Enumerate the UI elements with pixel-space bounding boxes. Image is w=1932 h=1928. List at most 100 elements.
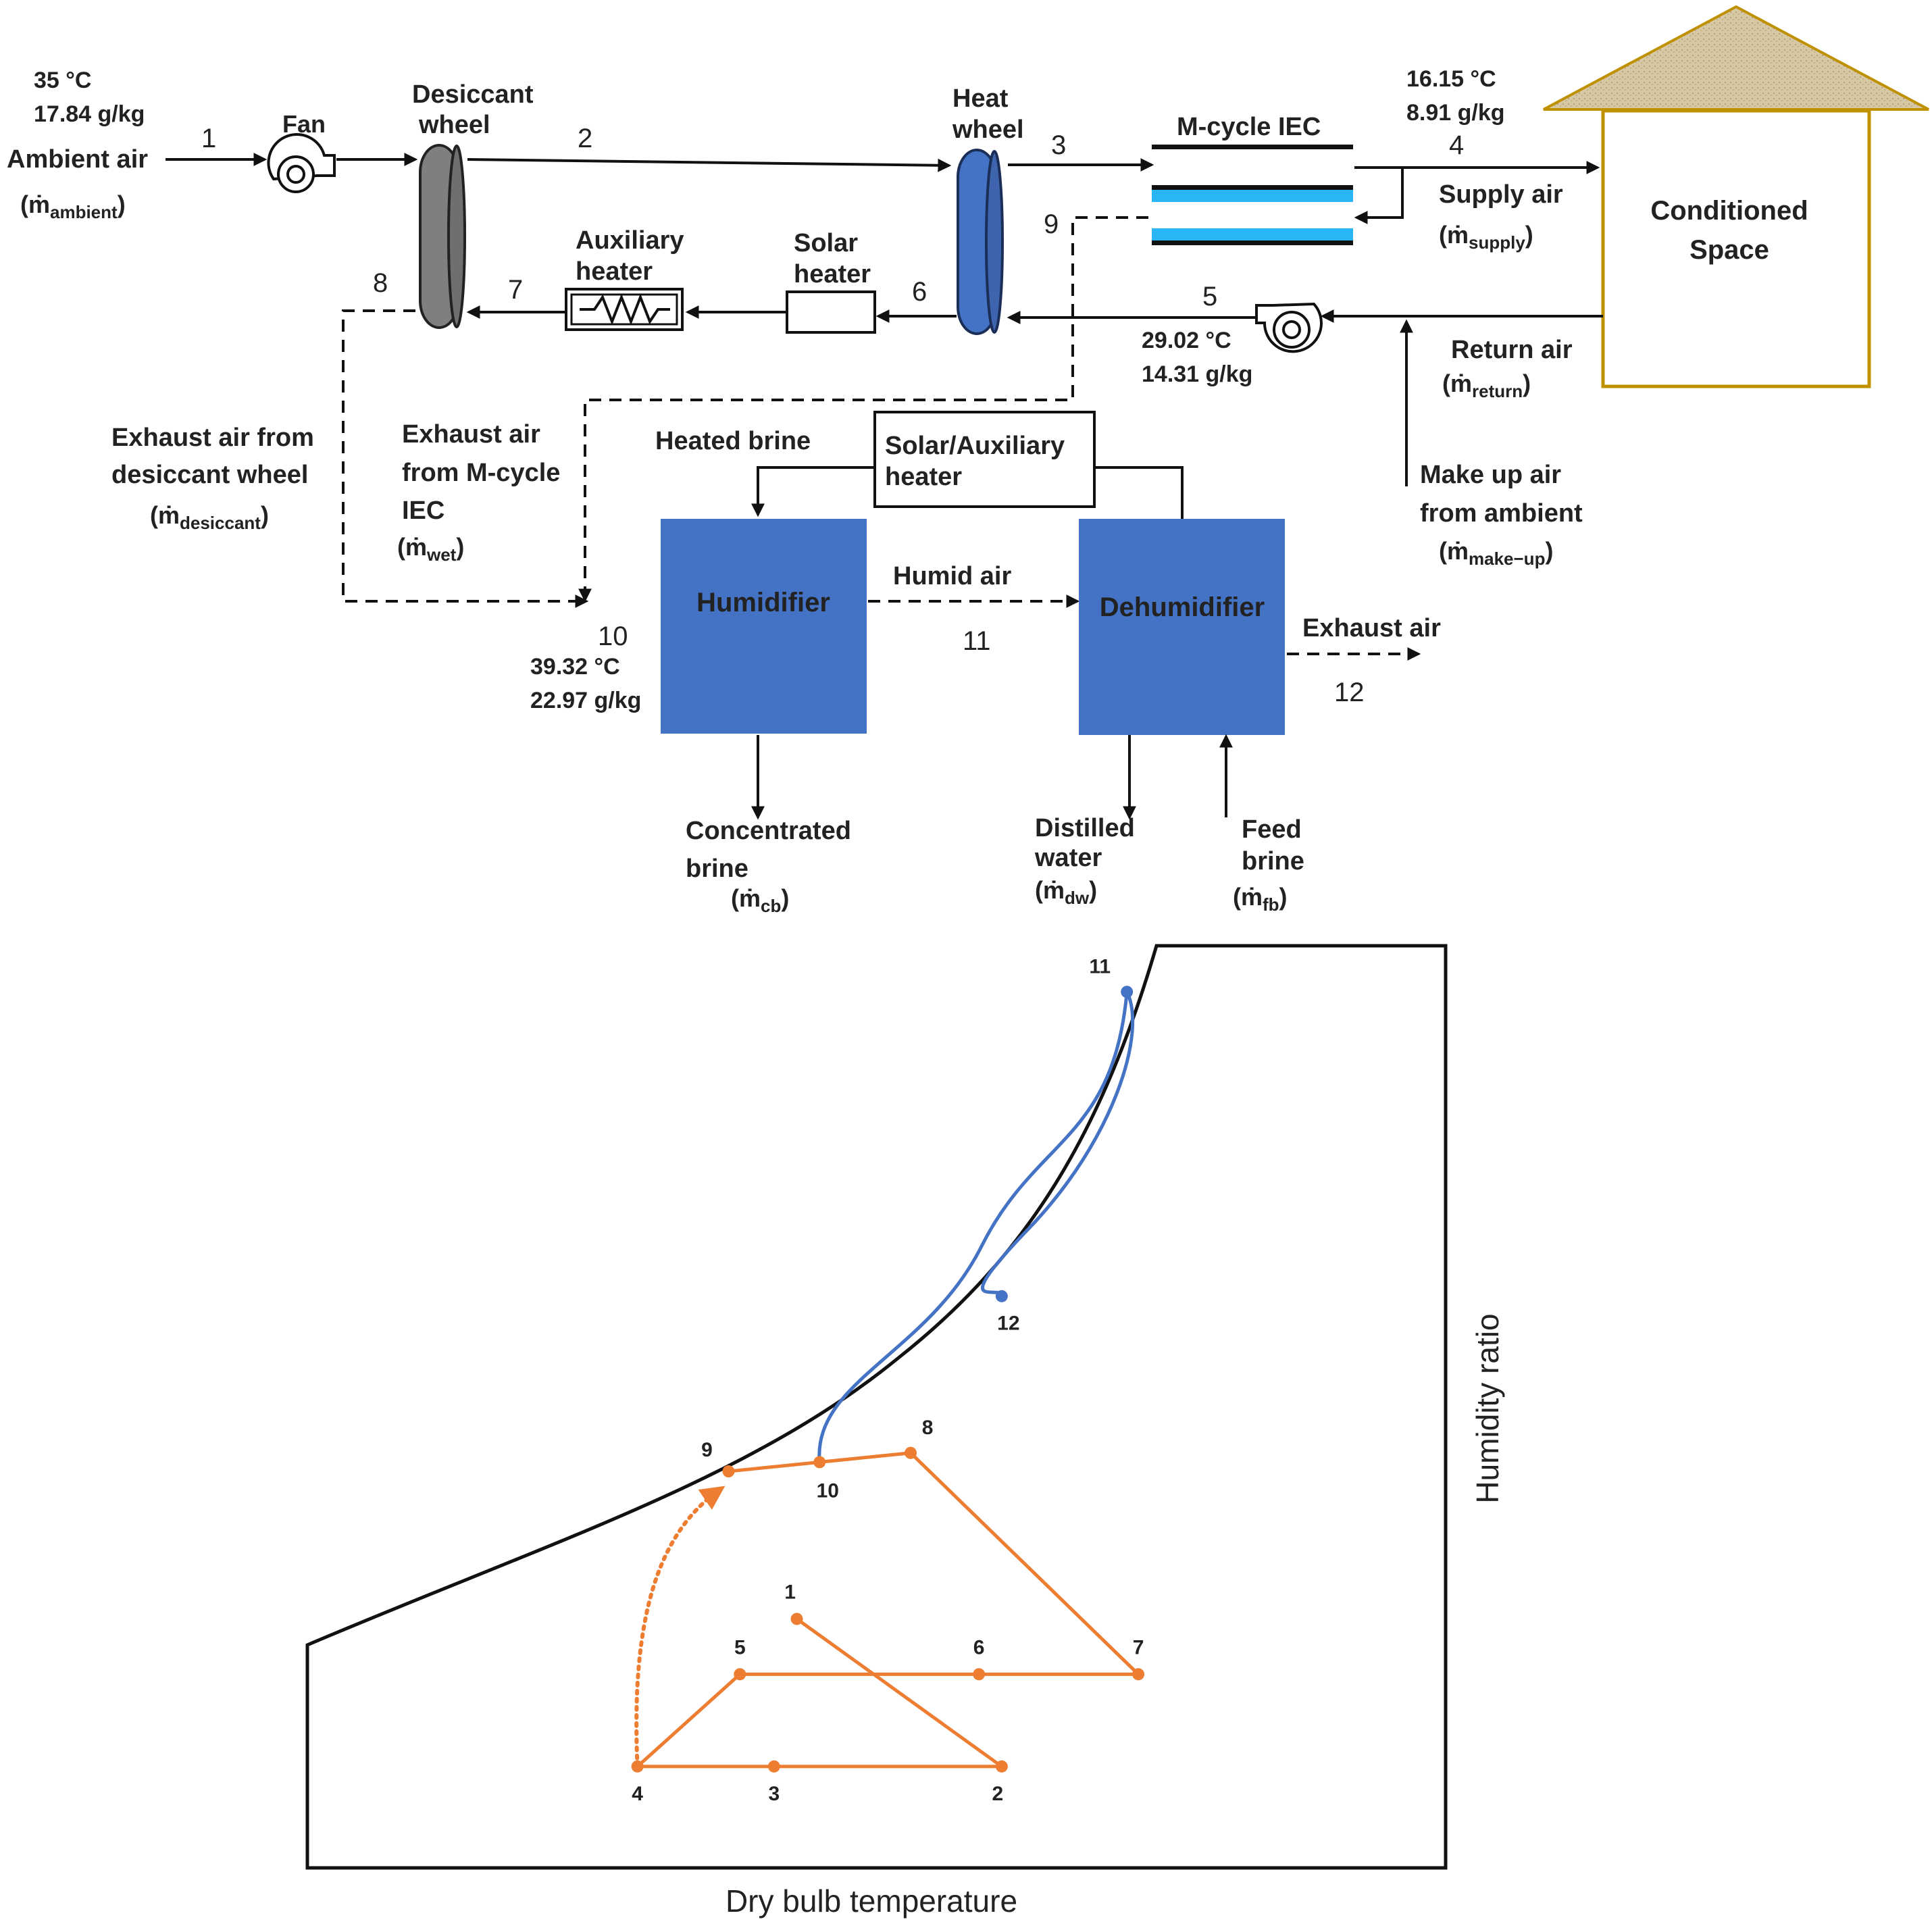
state-point-label-2: 2: [992, 1783, 1004, 1805]
desiccant-wheel-label-2: wheel: [418, 111, 490, 139]
m-cycle-iec-label: M-cycle IEC: [1177, 113, 1321, 141]
conditioned-space: Conditioned Space: [1543, 5, 1929, 388]
concentrated-brine-label-2: brine: [686, 855, 748, 883]
concentrated-brine-label-1: Concentrated: [686, 817, 851, 845]
state-point-10: [813, 1456, 826, 1469]
state-point-label-6: 6: [973, 1636, 985, 1658]
exhaust-mcycle-label-3: IEC: [402, 497, 444, 525]
state-number-2: 2: [578, 124, 592, 153]
roof-icon: [1543, 5, 1929, 111]
auxiliary-heater-label-1: Auxiliary: [576, 226, 684, 255]
make-up-label-2: from ambient: [1420, 499, 1583, 528]
process-path-10-9: [726, 1460, 821, 1473]
state-point-label-8: 8: [922, 1417, 934, 1439]
state-number-9: 9: [1044, 209, 1059, 239]
process-path-10-11: [817, 990, 1129, 1464]
state10-humidity: 22.97 g/kg: [530, 688, 641, 713]
state-point-label-10: 10: [817, 1479, 839, 1502]
state-point-5: [734, 1668, 746, 1681]
resistor-icon: [580, 293, 670, 326]
make-up-label-1: Make up air: [1420, 461, 1561, 489]
exhaust-mcycle-mass-flow: (ṁwet): [397, 533, 464, 565]
state-point-label-1: 1: [784, 1581, 796, 1603]
exhaust-desiccant-mass-flow: (ṁdesiccant): [150, 501, 269, 533]
state10-temp: 39.32 °C: [530, 654, 620, 680]
desiccant-wheel: [419, 144, 466, 329]
ambient-air-label: Ambient air: [7, 145, 148, 174]
state-point-3: [767, 1760, 780, 1773]
flow-line-9-exhaust: [578, 216, 1148, 603]
state-point-9: [722, 1465, 735, 1478]
return-fan-icon: [1255, 302, 1323, 353]
process-path-4-9: [634, 1486, 726, 1769]
exhaust-mcycle-label-2: from M-cycle: [402, 459, 560, 487]
solar-aux-heater-label-2: heater: [885, 463, 962, 491]
conditioned-space-label-1: Conditioned: [1650, 196, 1808, 226]
exhaust-air-label: Exhaust air: [1302, 614, 1441, 642]
state-point-6: [973, 1668, 986, 1681]
chart-process-paths: [634, 990, 1140, 1769]
state-point-1: [790, 1613, 803, 1625]
state-number-5: 5: [1202, 282, 1217, 311]
solar-heater: [786, 290, 876, 334]
y-axis-label: Humidity ratio: [1470, 1313, 1505, 1503]
fan-label: Fan: [282, 110, 326, 138]
state-point-label-5: 5: [734, 1636, 746, 1658]
flow-line-2: [467, 158, 952, 172]
x-axis-label: Dry bulb temperature: [726, 1883, 1017, 1919]
chart-frame: [305, 944, 1448, 1870]
feed-brine-label-2: brine: [1242, 847, 1304, 876]
fan-icon: [267, 133, 336, 193]
exhaust-desiccant-label-2: desiccant wheel: [111, 461, 308, 489]
supply-humidity: 8.91 g/kg: [1406, 100, 1505, 126]
concentrated-brine-mass-flow: (ṁcb): [731, 884, 789, 916]
return-air-label: Return air: [1451, 336, 1573, 364]
dehumidifier-label: Dehumidifier: [1100, 592, 1265, 622]
state-number-1: 1: [201, 124, 216, 153]
state-point-8: [905, 1446, 917, 1459]
state-number-8: 8: [373, 268, 388, 298]
heat-wheel-label-1: Heat: [952, 84, 1009, 113]
state-point-12: [995, 1290, 1008, 1302]
state-number-11: 11: [963, 626, 991, 656]
distilled-water-label-1: Distilled: [1035, 814, 1135, 842]
feed-brine-label-1: Feed: [1242, 815, 1302, 844]
supply-temp: 16.15 °C: [1406, 66, 1496, 92]
humidifier: [661, 519, 867, 734]
supply-mass-flow: (ṁsupply): [1439, 221, 1533, 253]
return-mass-flow: (ṁreturn): [1442, 370, 1531, 401]
heat-wheel: [957, 149, 1004, 335]
process-path-11-12: [981, 990, 1135, 1298]
state-number-12: 12: [1334, 678, 1365, 707]
process-path-8-10: [817, 1451, 913, 1464]
state-point-7: [1132, 1668, 1145, 1681]
state-number-10: 10: [598, 621, 628, 651]
exhaust-desiccant-label-1: Exhaust air from: [111, 424, 314, 452]
dehumidifier: [1079, 519, 1285, 735]
state-point-label-4: 4: [632, 1783, 643, 1805]
conditioned-space-label-2: Space: [1689, 235, 1769, 265]
make-up-mass-flow: (ṁmake−up): [1439, 537, 1553, 569]
state-point-4: [631, 1760, 644, 1773]
distilled-water-mass-flow: (ṁdw): [1035, 876, 1097, 908]
flow-line-brine-return: [1094, 466, 1184, 519]
process-path-1-2: [795, 1617, 1004, 1769]
state-point-11: [1121, 986, 1134, 998]
state-point-label-12: 12: [997, 1313, 1019, 1335]
state-number-6: 6: [912, 277, 927, 307]
ambient-humidity: 17.84 g/kg: [34, 101, 145, 127]
return-temp: 29.02 °C: [1142, 328, 1231, 353]
distilled-water-label-2: water: [1034, 844, 1102, 872]
state-point-label-3: 3: [769, 1783, 780, 1805]
flow-line-iec-return: [1354, 168, 1404, 224]
flow-line-8-exhaust: [342, 309, 589, 608]
solar-heater-label-2: heater: [794, 260, 871, 288]
humid-air-label: Humid air: [893, 562, 1011, 590]
ambient-temp: 35 °C: [34, 68, 91, 93]
return-humidity: 14.31 g/kg: [1142, 361, 1252, 387]
state-point-label-9: 9: [701, 1439, 713, 1461]
process-path-4-5: [636, 1672, 742, 1769]
state-number-4: 4: [1449, 130, 1464, 160]
